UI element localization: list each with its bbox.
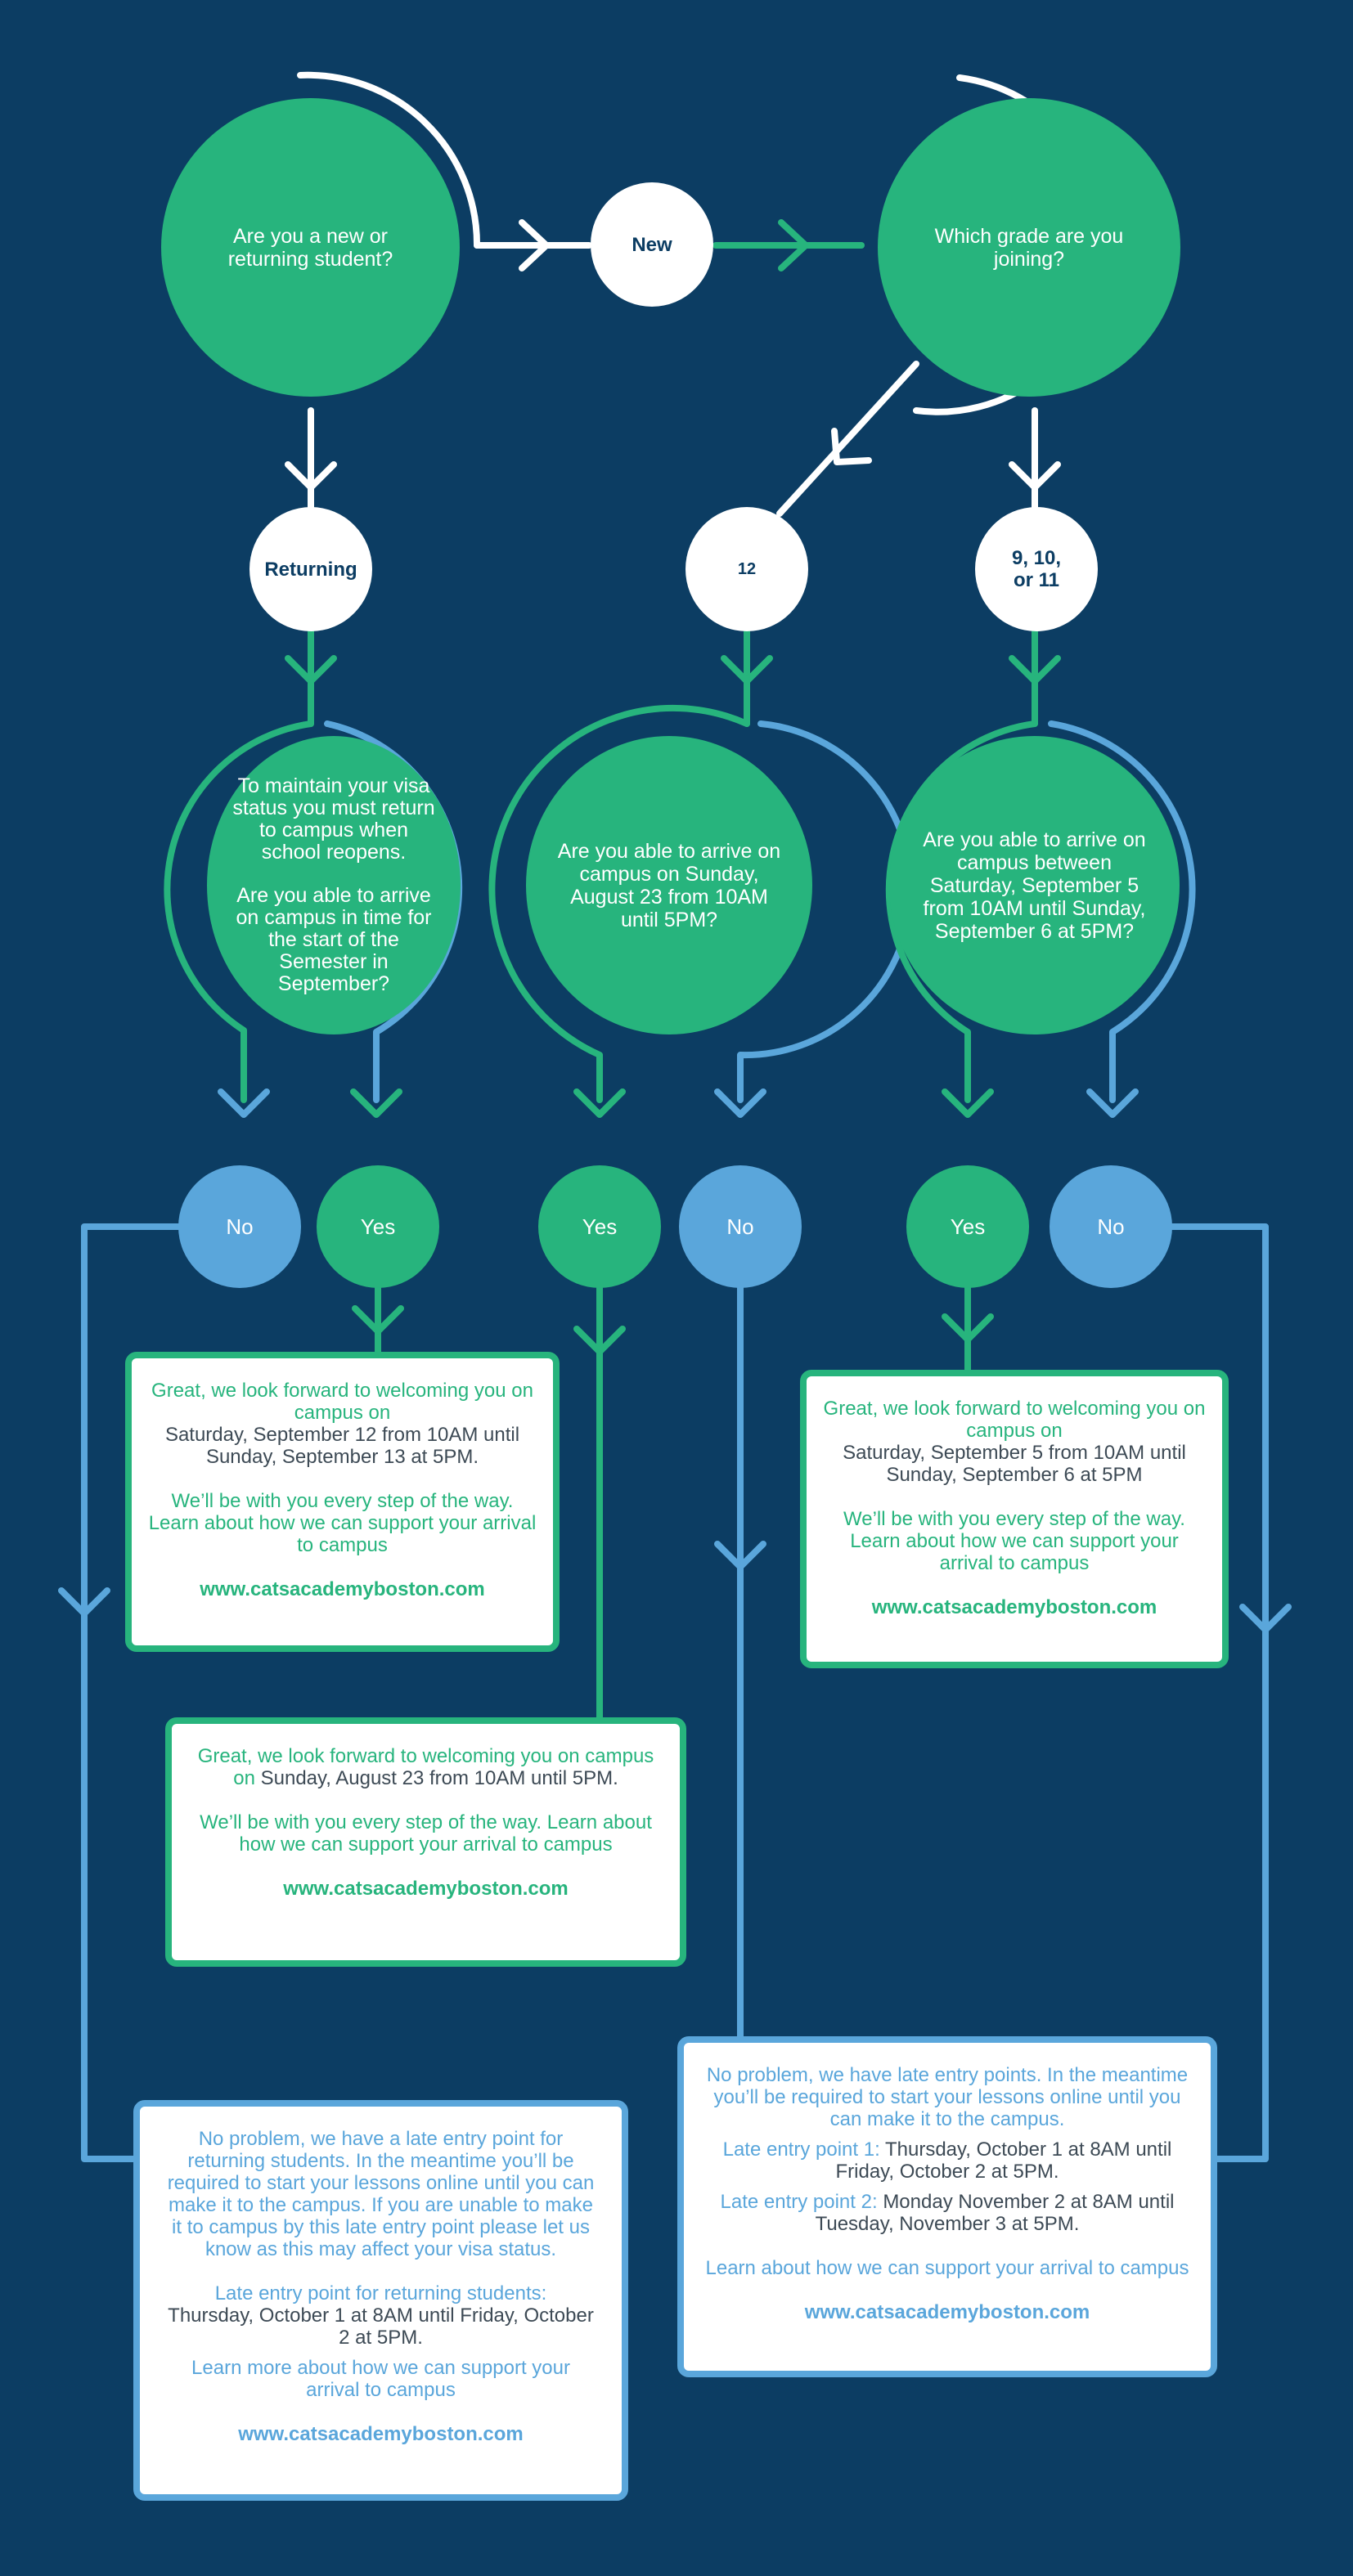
- grade9-question-node: Are you able to arrive on campus between…: [889, 736, 1180, 1034]
- grade-to-9-arrow: [1009, 461, 1061, 491]
- grade12-yes-node[interactable]: Yes: [538, 1165, 661, 1288]
- grade12-question-node: Are you able to arrive on campus on Sund…: [526, 736, 812, 1034]
- g12-yes-to-card-arrow: [573, 1326, 626, 1355]
- g9-no-loop-line: [1168, 1223, 1269, 2162]
- returning-yes-card: Great, we look forward to welcoming you …: [125, 1352, 560, 1652]
- card-dates: Sunday, August 23 from 10AM until 5PM.: [260, 1767, 618, 1789]
- answer-grade-9-10-11[interactable]: 9, 10, or 11: [975, 507, 1098, 631]
- new-to-grade-arrow: [778, 219, 809, 272]
- start-to-new-arrow: [519, 219, 550, 272]
- visa-requirement-text: To maintain your visa status you must re…: [232, 774, 435, 864]
- returning-yes-node[interactable]: Yes: [317, 1165, 439, 1288]
- answer-grade-12[interactable]: 12: [685, 507, 808, 631]
- late-entry-2-label: Late entry point 2:: [720, 2191, 878, 2213]
- card-dates: Saturday, September 5 from 10AM until Su…: [843, 1442, 1186, 1486]
- website-link[interactable]: www.catsacademyboston.com: [238, 2423, 524, 2445]
- returning-arrive-question: Are you able to arrive on campus in time…: [236, 884, 432, 995]
- card-dates: Saturday, September 12 from 10AM until S…: [164, 1424, 520, 1468]
- returning-no-card: No problem, we have a late entry point f…: [133, 2100, 628, 2501]
- late-entry-1-label: Late entry point 1:: [722, 2138, 880, 2161]
- g12q-yes-arrow: [573, 1088, 626, 1118]
- grade9-no-node[interactable]: No: [1050, 1165, 1172, 1288]
- retq-yes-arrow: [350, 1088, 402, 1118]
- g12-down-arrow: [721, 655, 773, 684]
- grade9-yes-node[interactable]: Yes: [906, 1165, 1029, 1288]
- card-support: Learn about how we can support your arri…: [705, 2257, 1189, 2279]
- g9-no-loop-arrow: [1239, 1604, 1292, 1633]
- grade12-no-node[interactable]: No: [679, 1165, 802, 1288]
- returning-down-arrow: [285, 655, 337, 684]
- g12q-no-arrow: [714, 1088, 766, 1118]
- start-ring-arc: [297, 71, 481, 249]
- website-link[interactable]: www.catsacademyboston.com: [200, 1578, 485, 1600]
- ret-no-loop-arrow: [58, 1587, 110, 1617]
- start-question-text: Are you a new or returning student?: [227, 224, 393, 271]
- start-to-returning-arrow: [285, 461, 337, 491]
- grade9-question-text: Are you able to arrive on campus between…: [923, 828, 1146, 943]
- grade-to-12-arrow: [831, 428, 872, 465]
- new-no-card: No problem, we have late entry points. I…: [677, 2036, 1217, 2377]
- card-support: We’ll be with you every step of the way.…: [200, 1811, 652, 1856]
- grade12-question-text: Are you able to arrive on campus on Sund…: [557, 839, 781, 931]
- grade9-yes-card: Great, we look forward to welcoming you …: [800, 1370, 1229, 1668]
- grade12-yes-card: Great, we look forward to welcoming you …: [165, 1717, 686, 1967]
- late-entry-dates: Thursday, October 1 at 8AM until Friday,…: [168, 2304, 594, 2349]
- ret-no-loop-line: [81, 1223, 182, 2162]
- card-intro: Great, we look forward to welcoming you …: [197, 1745, 654, 1789]
- answer-returning[interactable]: Returning: [249, 507, 372, 631]
- late-entry-label: Late entry point for returning students:: [214, 2282, 547, 2304]
- ret-yes-to-card-arrow: [352, 1305, 404, 1335]
- g9q-no-arrow: [1086, 1088, 1139, 1118]
- g12-no-down-arrow: [714, 1541, 766, 1570]
- website-link[interactable]: www.catsacademyboston.com: [283, 1878, 569, 1900]
- website-link[interactable]: www.catsacademyboston.com: [804, 2301, 1090, 2323]
- g9-yes-to-card-arrow: [942, 1313, 994, 1343]
- card-support: Learn more about how we can support your…: [191, 2357, 570, 2401]
- card-intro: Great, we look forward to welcoming you …: [823, 1398, 1206, 1442]
- g9q-yes-arrow: [942, 1088, 994, 1118]
- returning-question-node: To maintain your visa status you must re…: [207, 736, 461, 1034]
- grade-to-12-line: [776, 361, 919, 517]
- g9q-ring-blue: [1048, 720, 1196, 1103]
- card-intro: Great, we look forward to welcoming you …: [151, 1380, 533, 1424]
- start-question-node: Are you a new or returning student?: [161, 98, 460, 397]
- late-entry-2-dates: Monday November 2 at 8AM until Tuesday, …: [815, 2191, 1175, 2235]
- retq-ring-green: [164, 720, 314, 1103]
- answer-new[interactable]: New: [591, 182, 713, 307]
- returning-no-node[interactable]: No: [178, 1165, 301, 1288]
- g9-down-arrow: [1009, 655, 1061, 684]
- late-entry-1-dates: Thursday, October 1 at 8AM until Friday,…: [835, 2138, 1172, 2183]
- g12q-ring-green: [488, 704, 750, 1103]
- card-intro: No problem, we have late entry points. I…: [706, 2064, 1189, 2130]
- card-support: We’ll be with you every step of the way.…: [843, 1508, 1185, 1574]
- website-link[interactable]: www.catsacademyboston.com: [871, 1596, 1157, 1618]
- retq-no-arrow: [218, 1088, 270, 1118]
- card-intro: No problem, we have a late entry point f…: [167, 2128, 595, 2260]
- grade-question-text: Which grade are you joining?: [934, 224, 1124, 271]
- card-support: We’ll be with you every step of the way.…: [148, 1490, 537, 1556]
- grade-question-node: Which grade are you joining?: [878, 98, 1180, 397]
